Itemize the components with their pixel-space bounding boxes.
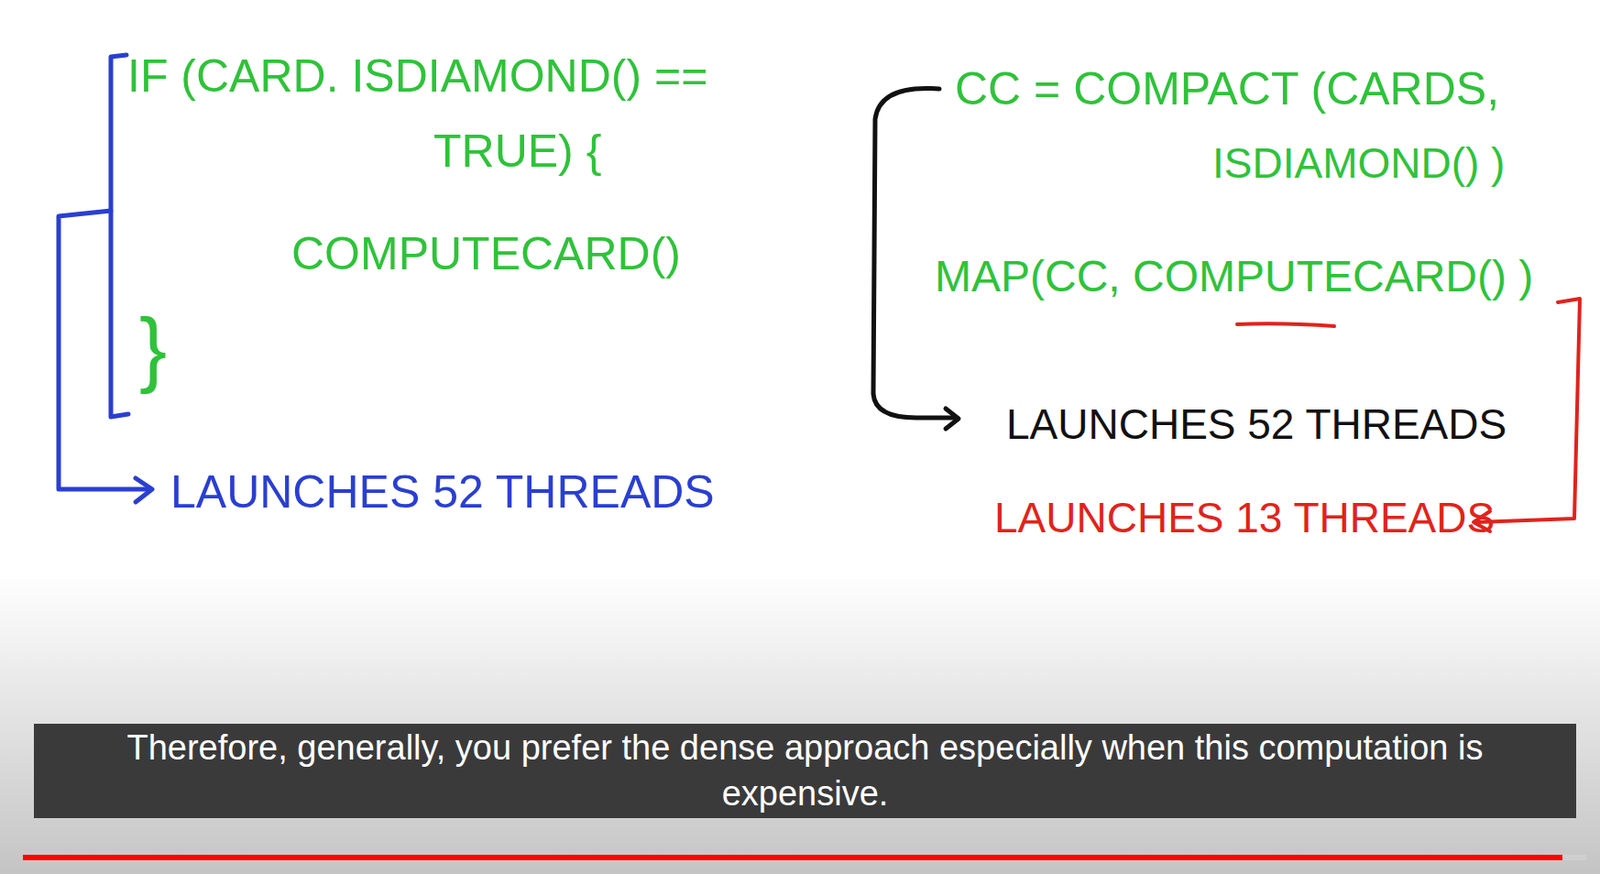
handwritten-text: LAUNCHES 52 THREADS [1006, 403, 1507, 446]
arrow-head [135, 478, 153, 503]
handwritten-text: LAUNCHES 52 THREADS [170, 469, 715, 516]
red-underline [1237, 323, 1335, 327]
handwritten-text: LAUNCHES 13 THREADS [994, 496, 1495, 539]
handwritten-text: CC = COMPACT (CARDS, [954, 65, 1500, 112]
subtitle-ground [0, 572, 1600, 874]
subtitle-box: Therefore, generally, you prefer the den… [33, 723, 1577, 819]
handwritten-text: ISDIAMOND() ) [1212, 142, 1505, 185]
compact-bracket [873, 87, 954, 418]
progress-rest [1562, 854, 1587, 861]
handwritten-text: } [139, 306, 167, 390]
arrow-head [945, 408, 959, 429]
progress-bar [22, 854, 1563, 861]
handwritten-text: IF (CARD. ISDIAMOND() == [127, 53, 708, 99]
handwritten-text: TRUE) { [433, 128, 602, 175]
handwritten-text: COMPUTECARD() [291, 230, 681, 277]
code-bracket [110, 54, 129, 417]
subtitle-text: Therefore, generally, you prefer the den… [33, 725, 1577, 817]
handwritten-text: MAP(CC, COMPUTECARD() ) [934, 254, 1534, 299]
launch-arrow [58, 210, 147, 490]
